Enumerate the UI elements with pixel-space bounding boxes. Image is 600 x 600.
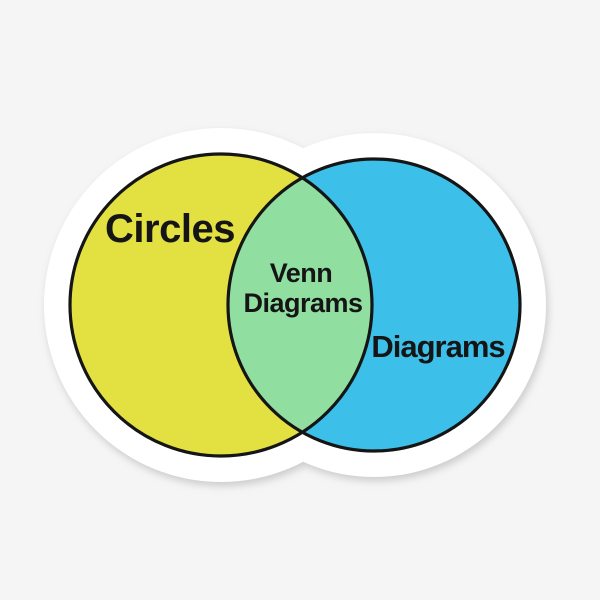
- intersection-region: [228, 159, 372, 451]
- left-circle-outline: [68, 152, 374, 458]
- right-circle-outline: [226, 157, 522, 453]
- left-circle-label: Circles: [105, 207, 235, 251]
- intersection-label-line2: Diagrams: [243, 288, 362, 318]
- right-circle-label: Diagrams: [371, 329, 504, 364]
- intersection-label-line1: Venn: [270, 258, 333, 288]
